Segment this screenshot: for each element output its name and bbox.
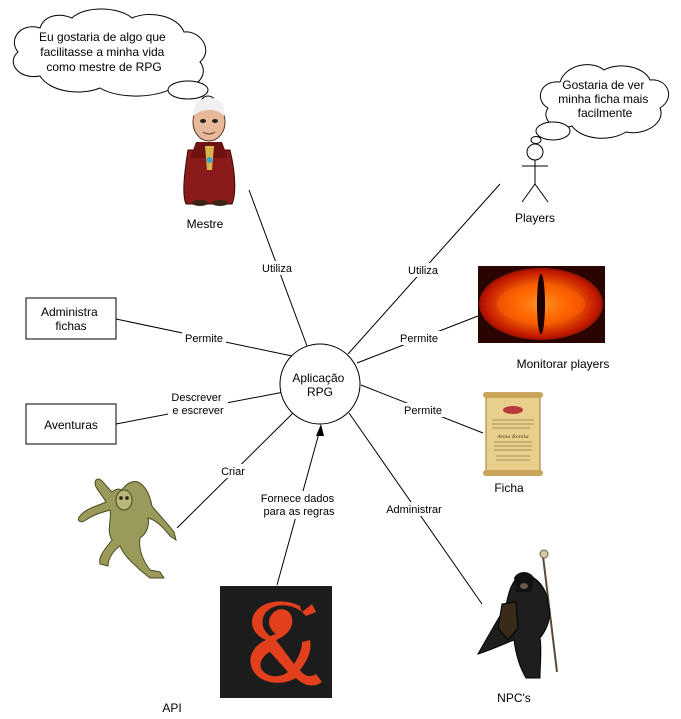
dnd-logo-image xyxy=(220,586,332,698)
thought-mestre-text: Eu gostaria de algo que facilitasse a mi… xyxy=(39,30,169,74)
players-stick-figure xyxy=(521,143,549,203)
box-administra-fichas-label: Administra fichas xyxy=(41,305,101,333)
thought-players-text: Gostaria de ver minha ficha mais facilme… xyxy=(558,78,651,120)
edge-label-criar: Criar xyxy=(221,466,245,478)
box-aventuras: Aventuras xyxy=(25,403,117,445)
thought-cloud-players: Gostaria de ver minha ficha mais facilme… xyxy=(530,64,670,144)
actor-monitorar-label: Monitorar players xyxy=(517,357,610,371)
thought-cloud-mestre: Eu gostaria de algo que facilitasse a mi… xyxy=(12,8,215,105)
eye-image xyxy=(478,266,605,343)
center-node-label: Aplicação RPG xyxy=(292,371,347,399)
edge-label-administrar: Administrar xyxy=(386,504,442,516)
creature-illustration xyxy=(77,478,177,579)
edge-labels: Utiliza Utiliza Permite Permite Permite … xyxy=(168,261,445,519)
center-node: Aplicação RPG xyxy=(279,343,361,425)
actor-ficha-label: Ficha xyxy=(494,481,524,495)
ficha-script-name: Anna Bonita xyxy=(496,434,528,440)
edge-label-utiliza-mestre: Utiliza xyxy=(262,263,293,275)
edge-label-utiliza-players: Utiliza xyxy=(408,265,439,277)
actor-api-label: API xyxy=(162,701,181,715)
mestre-wizard-illustration xyxy=(183,98,236,206)
actor-npcs-label: NPC's xyxy=(497,691,531,705)
actor-players-label: Players xyxy=(515,211,555,225)
box-aventuras-label: Aventuras xyxy=(44,418,98,432)
box-administra-fichas: Administra fichas xyxy=(25,297,117,340)
ficha-parchment-image: Anna Bonita xyxy=(483,392,543,476)
npc-warrior-illustration xyxy=(476,549,558,679)
arrowhead-api xyxy=(316,424,324,436)
edge-label-descrever: Descrever e escrever xyxy=(171,392,224,417)
actor-mestre-label: Mestre xyxy=(187,217,224,231)
edge-label-permite-administra: Permite xyxy=(185,333,223,345)
edge-label-permite-ficha: Permite xyxy=(404,405,442,417)
edge-label-permite-monitorar: Permite xyxy=(400,333,438,345)
edge-label-fornece: Fornece dados para as regras xyxy=(261,493,337,518)
